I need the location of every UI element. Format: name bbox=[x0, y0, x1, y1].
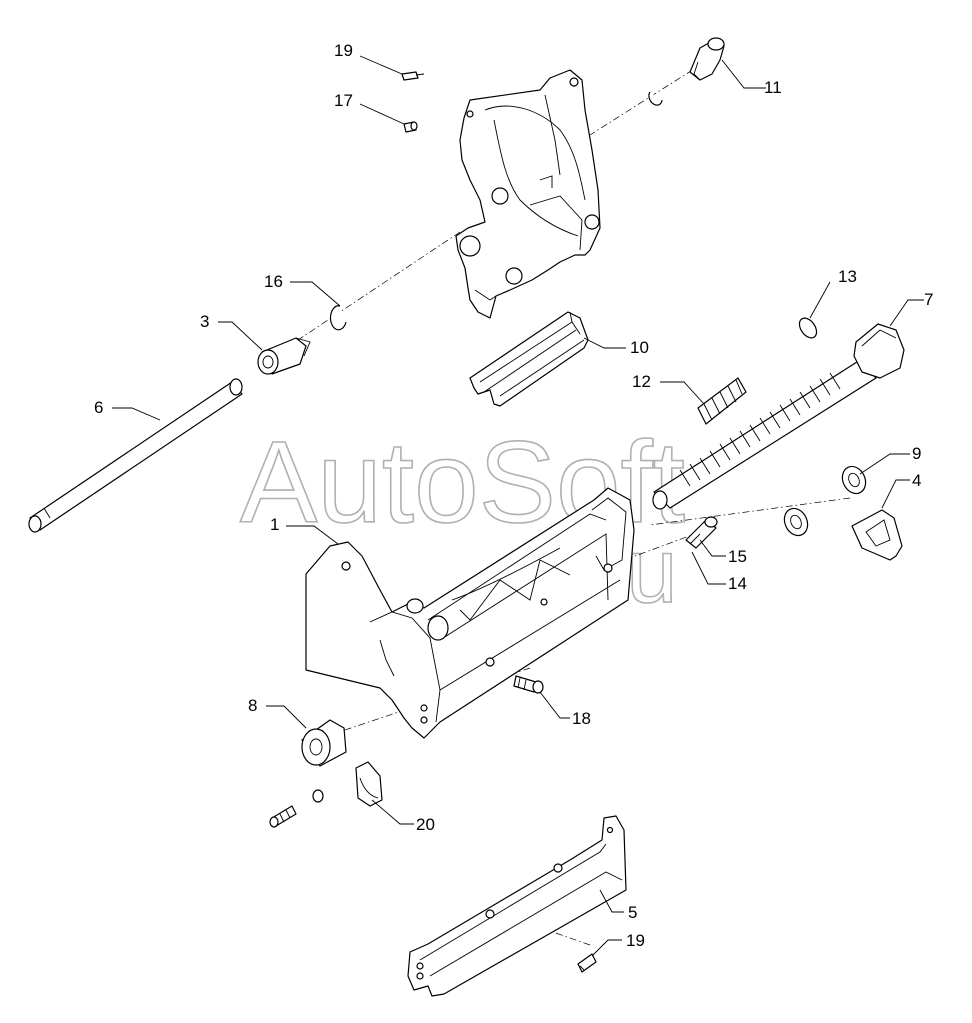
callout-labels: 19 17 11 16 3 6 10 12 13 7 9 4 1 15 14 1… bbox=[94, 41, 933, 950]
callout-4: 4 bbox=[912, 471, 921, 490]
part-19-screw-bottom bbox=[577, 953, 597, 973]
part-7-threaded-rod bbox=[652, 323, 905, 510]
part-9-washer bbox=[841, 465, 867, 495]
part-5-lower-rail bbox=[407, 815, 627, 997]
callout-12: 12 bbox=[632, 372, 651, 391]
screw-small bbox=[269, 805, 297, 828]
washer-second bbox=[783, 507, 809, 537]
part-12-spring-clip bbox=[697, 377, 747, 425]
washer-small bbox=[312, 789, 324, 803]
callout-1: 1 bbox=[270, 515, 279, 534]
callout-6: 6 bbox=[94, 398, 103, 417]
part-6-shaft bbox=[28, 378, 243, 533]
callout-19-bottom: 19 bbox=[626, 931, 645, 950]
part-16-circlip bbox=[329, 305, 347, 331]
part-20-clamp bbox=[355, 761, 383, 807]
part-17-pin-top bbox=[403, 121, 418, 133]
callout-18: 18 bbox=[572, 709, 591, 728]
upper-bracket bbox=[455, 69, 601, 319]
callout-11: 11 bbox=[764, 78, 782, 97]
callout-14: 14 bbox=[728, 574, 747, 593]
callout-13: 13 bbox=[838, 267, 857, 286]
callout-8: 8 bbox=[248, 696, 257, 715]
part-19-screw-top bbox=[401, 71, 425, 81]
part-10-guide-rail bbox=[469, 311, 589, 407]
callout-16: 16 bbox=[264, 272, 283, 291]
callout-7: 7 bbox=[924, 290, 933, 309]
part-11-pin bbox=[648, 37, 725, 106]
callout-17: 17 bbox=[334, 91, 353, 110]
leader-lines bbox=[112, 55, 924, 957]
part-3-bushing bbox=[257, 337, 311, 375]
callout-20: 20 bbox=[416, 815, 435, 834]
part-1-main-frame bbox=[305, 487, 635, 739]
callout-15: 15 bbox=[728, 547, 747, 566]
part-4-retaining-clip bbox=[851, 509, 903, 561]
callout-10: 10 bbox=[630, 338, 649, 357]
callout-9: 9 bbox=[912, 444, 921, 463]
callout-3: 3 bbox=[200, 312, 209, 331]
callout-19-top: 19 bbox=[334, 41, 353, 60]
callout-5: 5 bbox=[628, 903, 637, 922]
part-13-ring bbox=[798, 317, 818, 339]
part-18-screw bbox=[513, 675, 544, 694]
part-8-roller bbox=[301, 719, 347, 767]
part-15-screw bbox=[685, 516, 718, 549]
